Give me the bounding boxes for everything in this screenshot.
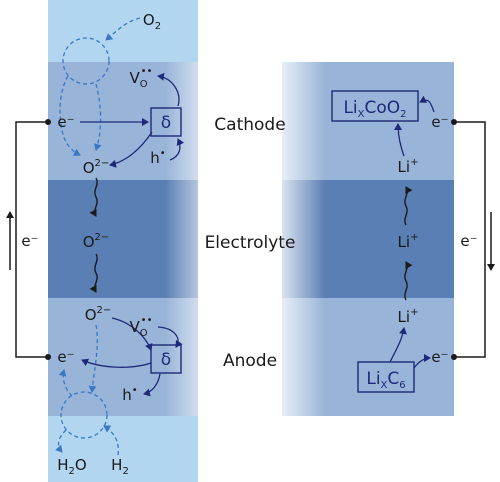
anode-reaction-site (60, 391, 108, 439)
cathode-hole: h• (150, 148, 165, 167)
oxide-wavy-arrow-1 (89, 177, 98, 217)
licoo2-box (331, 90, 419, 122)
li-battery-stack (270, 62, 454, 416)
anode-delta-box (150, 344, 182, 374)
left-external-circuit (15, 121, 48, 358)
cathode-dashed-right (94, 83, 102, 151)
left-cathode-terminal (45, 119, 51, 125)
anode-li-ion: Li+ (398, 307, 419, 326)
li-wavy-arrow-2 (404, 261, 413, 301)
cathode-vacancy: VO•• (130, 66, 153, 90)
cathode-reaction-site (62, 37, 110, 85)
electrolyte-label: Electrolyte (205, 233, 296, 253)
anode-oxide-ion: O2− (85, 305, 112, 324)
left-circuit-electron: e⁻ (21, 232, 38, 250)
electrolyte-oxide-ion: O2− (83, 232, 110, 251)
anode-electron: e⁻ (57, 348, 74, 366)
right-cathode-electron: e⁻ (431, 113, 448, 131)
lic6-to-li-arrow (389, 327, 407, 363)
o2-gas-label: O2 (143, 11, 161, 32)
li-wavy-arrow-1 (404, 186, 413, 226)
o2-inflow-arrow (105, 17, 141, 41)
delta-to-oxide-arrow (109, 131, 153, 168)
left-fade (165, 62, 225, 416)
cathode-li-ion: Li+ (398, 157, 419, 176)
cathode-delta: δ (161, 113, 171, 133)
hole-arrow-anode (143, 373, 161, 397)
right-anode-electron: e⁻ (431, 348, 448, 366)
left-anode-terminal (45, 354, 51, 360)
right-fade (270, 62, 325, 416)
anode-vacancy: VO•• (130, 315, 153, 339)
electron-to-licoo2-arrow (419, 95, 435, 113)
h2-label: H2 (111, 456, 129, 477)
right-external-circuit (454, 121, 486, 358)
lic6-label: LiXC6 (366, 369, 405, 391)
anode-delta: δ (161, 350, 171, 370)
right-cathode-terminal (451, 119, 457, 125)
cathode-delta-box (150, 107, 182, 137)
oxide-to-delta-arrow (111, 317, 153, 351)
li-to-licoo2-arrow (394, 123, 405, 157)
cathode-dashed-left (59, 75, 81, 156)
lic6-box (357, 361, 415, 393)
oxide-wavy-arrow-2 (89, 253, 98, 293)
cathode-oxide-ion: O2− (83, 158, 110, 177)
cathode-electron: e⁻ (57, 113, 74, 131)
cathode-gas-region (48, 0, 198, 62)
water-label: H2O (57, 456, 86, 477)
vacancy-arrow-cathode (157, 72, 180, 107)
sofc-stack (48, 0, 225, 482)
licoo2-label: LiXCoO2 (343, 98, 406, 120)
right-anode-terminal (451, 354, 457, 360)
anode-label: Anode (223, 351, 277, 371)
anode-hole: h• (122, 385, 137, 404)
h2-inflow-arrow (103, 425, 120, 456)
lic6-to-electron-arrow (413, 354, 431, 369)
right-circuit-electron: e⁻ (460, 232, 477, 250)
hole-arrow-cathode (169, 138, 185, 161)
anode-dashed-2 (58, 369, 73, 397)
anode-gas-region (48, 416, 198, 482)
cathode-label: Cathode (214, 115, 285, 135)
delta-to-electron-arrow (81, 358, 152, 368)
electrolyte-li-ion: Li+ (398, 232, 419, 251)
h2o-outflow-arrow (55, 429, 67, 453)
